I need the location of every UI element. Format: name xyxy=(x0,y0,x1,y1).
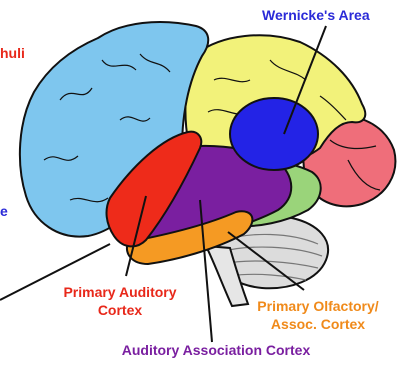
label-primary-olfactory-line2: Assoc. Cortex xyxy=(271,316,365,332)
label-cut-off-left: e xyxy=(0,203,8,219)
label-primary-auditory-line2: Cortex xyxy=(98,302,143,318)
label-wernickes-area: Wernicke's Area xyxy=(262,7,370,23)
label-primary-auditory-line1: Primary Auditory xyxy=(63,284,176,300)
wernickes-area xyxy=(230,98,318,170)
label-primary-olfactory-line1: Primary Olfactory/ xyxy=(257,298,378,314)
label-auditory-association: Auditory Association Cortex xyxy=(122,342,311,358)
label-cut-off-top-left: huli xyxy=(0,45,25,61)
